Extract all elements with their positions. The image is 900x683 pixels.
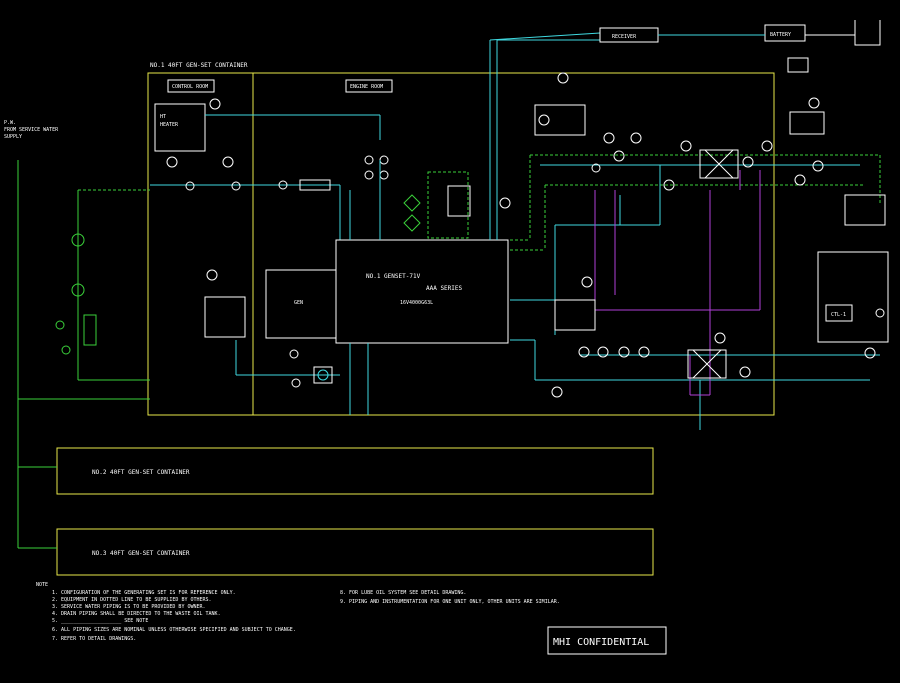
engine-room: ENGINE ROOM GEN NO.1 GENSET-71V AAA SERI… xyxy=(265,32,601,415)
note-left-4: 4. DRAIN PIPING SHALL BE DIRECTED TO THE… xyxy=(52,611,221,617)
engine-room-title-box xyxy=(345,79,393,93)
receiver-label: RECEIVER xyxy=(612,34,637,40)
container-2-outline xyxy=(56,447,654,495)
top-right-equipment: RECEIVER BATTERY xyxy=(599,20,881,73)
heat-exchangers xyxy=(534,104,889,379)
container-outlines xyxy=(56,72,775,576)
battery-box xyxy=(764,24,806,42)
battery-label: BATTERY xyxy=(770,32,791,38)
container-3-label: NO.3 40FT GEN-SET CONTAINER xyxy=(92,550,190,557)
note-left-7: 7. REFER TO DETAIL DRAWINGS. xyxy=(52,636,136,642)
note-right-1: 8. FOR LUBE OIL SYSTEM SEE DETAIL DRAWIN… xyxy=(340,590,466,596)
control-room: CONTROL ROOM HT HEATER xyxy=(150,79,381,376)
ems-box xyxy=(825,304,853,322)
container-2-label: NO.2 40FT GEN-SET CONTAINER xyxy=(92,469,190,476)
confidential-box xyxy=(547,626,667,655)
svg-text:FROM SERVICE WATER: FROM SERVICE WATER xyxy=(4,127,59,133)
svg-text:HEATER: HEATER xyxy=(160,122,179,128)
svg-text:GEN: GEN xyxy=(294,300,303,306)
instrument-bubbles xyxy=(538,72,885,398)
notes: NOTE 1. CONFIGURATION OF THE GENERATING … xyxy=(36,582,560,642)
fuel-tank-box xyxy=(204,296,246,338)
note-left-6: 6. ALL PIPING SIZES ARE NOMINAL UNLESS O… xyxy=(52,627,296,633)
notes-heading: NOTE xyxy=(36,582,48,588)
left-supply-header xyxy=(17,160,150,549)
note-right-2: 9. PIPING AND INSTRUMENTATION FOR ONE UN… xyxy=(340,599,560,605)
note-left-1: 1. CONFIGURATION OF THE GENERATING SET I… xyxy=(52,590,236,596)
genset-label-line2: AAA SERIES xyxy=(426,285,463,292)
note-left-2: 2. EQUIPMENT IN DOTTED LINE TO BE SUPPLI… xyxy=(52,597,212,603)
control-panel-box xyxy=(154,103,206,152)
control-room-label: CONTROL ROOM xyxy=(172,84,208,90)
svg-text:SUPPLY: SUPPLY xyxy=(4,134,22,140)
container-3-outline xyxy=(56,528,654,576)
svg-text:P.W.: P.W. xyxy=(4,120,16,126)
note-left-5: 5. ____________________ SEE NOTE xyxy=(52,618,148,624)
main-container-label: NO.1 40FT GEN-SET CONTAINER xyxy=(150,62,248,69)
main-container-outline xyxy=(147,72,775,416)
genset-label-line3: 16V4000G63L xyxy=(400,300,433,306)
svg-text:HT: HT xyxy=(160,114,166,120)
cooling-circuits xyxy=(510,154,881,430)
ems-label: CTL-1 xyxy=(831,312,846,318)
genset-engine-box xyxy=(335,239,509,344)
left-header-texts: P.W. FROM SERVICE WATER SUPPLY xyxy=(4,120,59,140)
engine-room-label: ENGINE ROOM xyxy=(350,84,383,90)
note-left-3: 3. SERVICE WATER PIPING IS TO BE PROVIDE… xyxy=(52,604,206,610)
control-room-title-box xyxy=(167,79,215,93)
genset-label-line1: NO.1 GENSET-71V xyxy=(366,273,421,280)
confidential-label: MHI CONFIDENTIAL xyxy=(553,637,649,648)
